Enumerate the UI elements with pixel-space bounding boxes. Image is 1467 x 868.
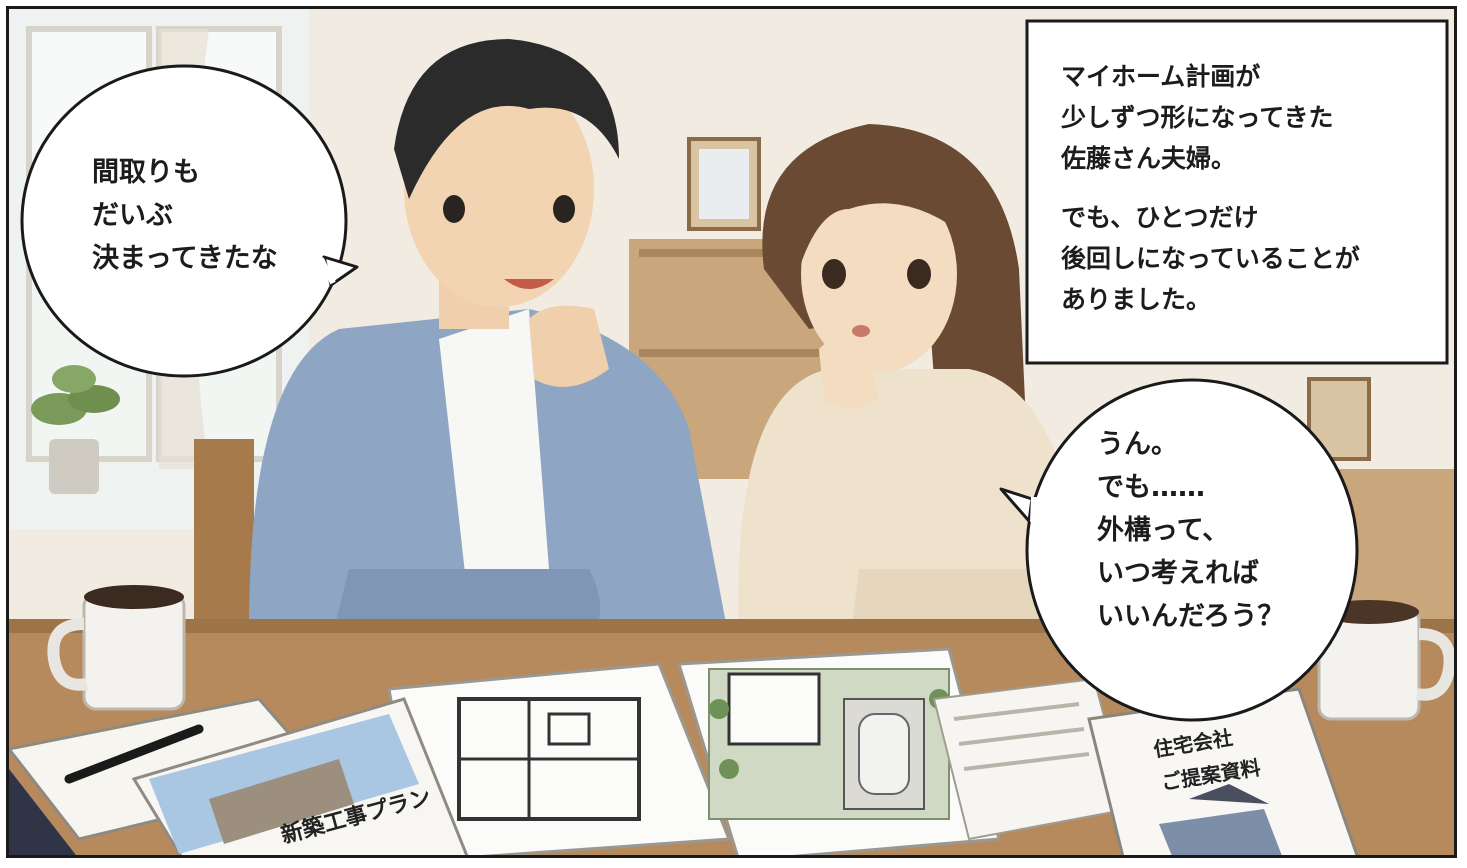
narration-line: 後回しになっていることが <box>1061 244 1360 273</box>
document-stack <box>932 677 1131 841</box>
speech-right-line: うん。 <box>1097 429 1178 460</box>
narration-text: マイホーム計画が 少しずつ形になってきた 佐藤さん夫婦。 でも、ひとつだけ 後回… <box>1061 56 1360 320</box>
floor-plan <box>387 662 732 855</box>
speech-right-text: うん。 でも…… 外構って、 いつ考えれば いいんだろう？ <box>1097 423 1284 638</box>
narration-line: 少しずつ形になってきた <box>1061 103 1334 132</box>
narration-line: 佐藤さん夫婦。 <box>1061 144 1237 173</box>
brochure <box>131 697 469 855</box>
speech-bubble-right <box>999 378 1359 722</box>
speech-right-line: いいんだろう？ <box>1097 601 1285 632</box>
speech-left-line: 決まってきたな <box>92 243 278 274</box>
narration-line: マイホーム計画が <box>1061 62 1261 91</box>
narration-line: ありました。 <box>1061 285 1212 314</box>
site-plan <box>677 647 1001 855</box>
narration-line: でも、ひとつだけ <box>1061 203 1259 232</box>
speech-right-line: いつ考えれば <box>1097 558 1259 589</box>
plant <box>31 365 120 494</box>
speech-right-line: 外構って、 <box>1097 515 1230 546</box>
coffee-mug-left <box>47 585 186 711</box>
comic-panel: 間取りも だいぶ 決まってきたな マイホーム計画が 少しずつ形になってきた 佐藤… <box>6 6 1457 858</box>
man-figure <box>249 39 729 649</box>
speech-left-line: だいぶ <box>92 200 173 231</box>
speech-right-line: でも…… <box>1097 472 1205 503</box>
speech-left-text: 間取りも だいぶ 決まってきたな <box>92 151 278 280</box>
speech-bubble-left <box>20 64 359 378</box>
speech-left-line: 間取りも <box>92 157 200 188</box>
chair <box>194 439 254 619</box>
proposal-binder <box>1087 687 1359 855</box>
narration-box <box>1025 19 1449 365</box>
illustration <box>9 9 1454 855</box>
